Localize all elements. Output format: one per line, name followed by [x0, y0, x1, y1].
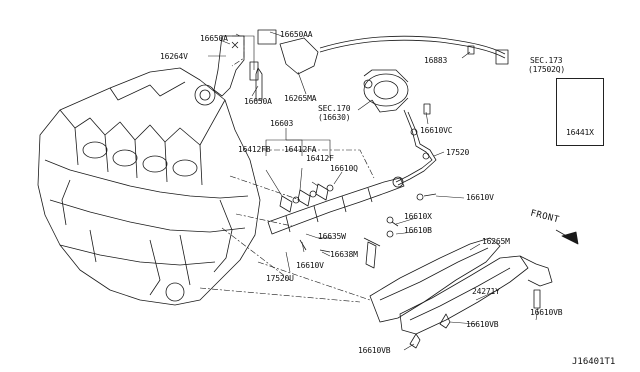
- label-16610v-low: 16610V: [296, 261, 324, 270]
- label-16412fb: 16412FB: [238, 145, 271, 154]
- label-16635w: 16635W: [318, 232, 346, 241]
- label-16265ma: 16265MA: [284, 94, 317, 103]
- label-17520: 17520: [446, 148, 470, 157]
- label-16610v-right: 16610V: [466, 193, 494, 202]
- label-16610vb-left: 16610VB: [358, 346, 391, 355]
- label-16610vc: 16610VC: [420, 126, 453, 135]
- label-16610b: 16610B: [404, 226, 432, 235]
- pressure-sensor: [365, 241, 377, 269]
- label-16264v: 16264V: [160, 52, 188, 61]
- label-16883: 16883: [424, 56, 448, 65]
- label-24271y: 24271Y: [472, 287, 500, 296]
- label-16638m: 16638M: [330, 250, 358, 259]
- label-16650aa: 16650AA: [280, 30, 313, 39]
- injectors: [279, 183, 334, 213]
- label-16265m: 16265M: [482, 237, 510, 246]
- label-16650a-top: 16650A: [200, 34, 228, 43]
- fuel-pump: [363, 69, 409, 113]
- label-sec-170-sub: (16630): [318, 113, 351, 122]
- label-16610vb-mid: 16610VB: [466, 320, 499, 329]
- label-16412fa: 16412FA: [284, 145, 317, 154]
- label-16650a-mid: 16650A: [244, 97, 272, 106]
- label-sec-170: SEC.170: [318, 104, 351, 113]
- rail-cover: [369, 237, 553, 335]
- label-16610q: 16610Q: [330, 164, 358, 173]
- engine-block: [37, 67, 261, 306]
- part-inset-box: [556, 78, 604, 146]
- label-16610x: 16610X: [404, 212, 432, 221]
- bracket-16264v: [213, 35, 245, 97]
- fuel-tube-17520: [395, 109, 433, 183]
- label-16441x: 16441X: [566, 128, 594, 137]
- label-16603: 16603: [270, 119, 294, 128]
- reference-code: J16401T1: [572, 357, 616, 367]
- harness-protector: [279, 37, 319, 75]
- label-sec-173: SEC.173: [530, 56, 563, 65]
- fuel-rail: [267, 176, 405, 235]
- fuel-hose: [319, 35, 506, 55]
- label-sec-173-sub: (17502Q): [528, 65, 565, 74]
- label-16412f: 16412F: [306, 154, 334, 163]
- label-17520u: 17520U: [266, 274, 294, 283]
- label-16610vb-right: 16610VB: [530, 308, 563, 317]
